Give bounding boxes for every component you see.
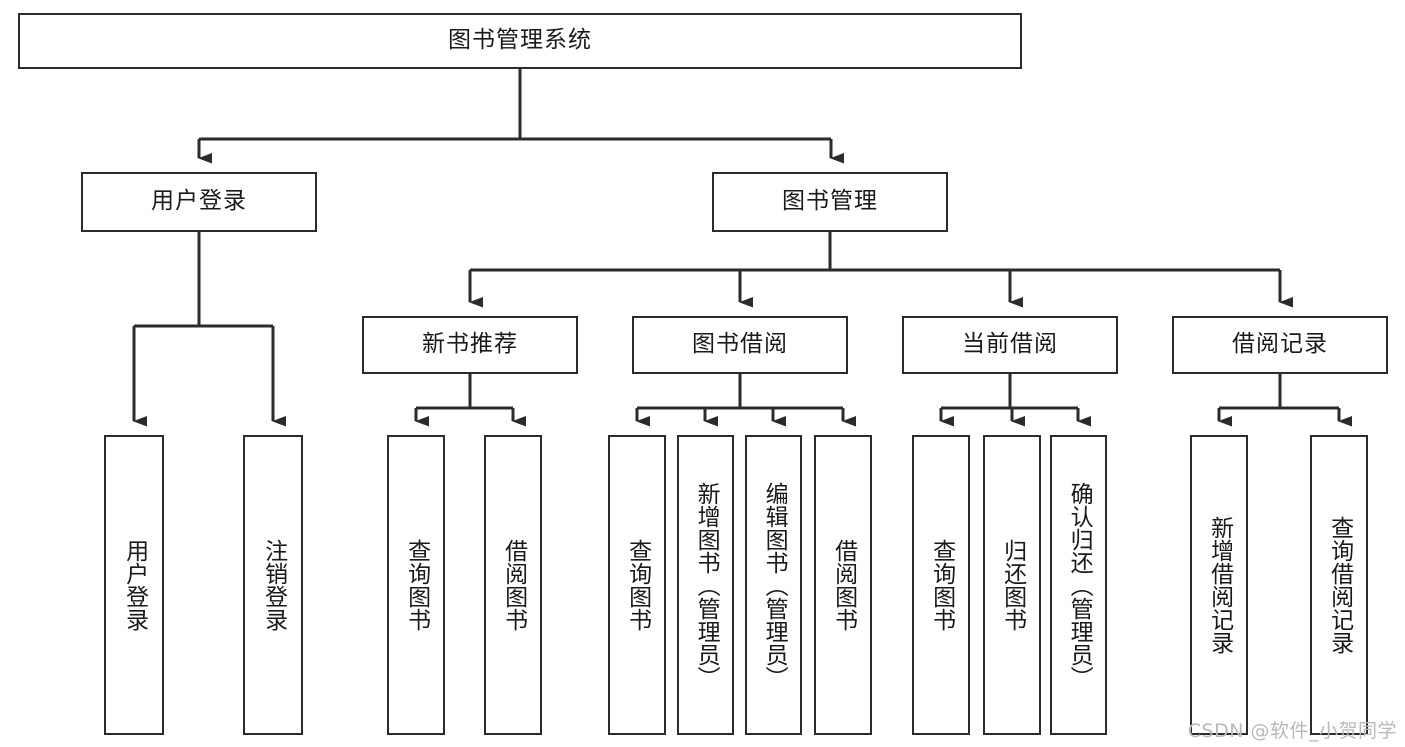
watermark-text: CSDN @软件_小贺同学 — [1187, 720, 1397, 742]
node-leaf-login[interactable]: 用户登录 — [104, 435, 164, 735]
node-label: 图书管理 — [782, 188, 878, 215]
node-label: 归还图书 — [999, 539, 1026, 631]
node-label: 借阅图书 — [830, 539, 857, 631]
node-label: 新书推荐 — [422, 331, 518, 358]
node-label: 查询图书 — [403, 539, 430, 631]
node-label: 当前借阅 — [962, 331, 1058, 358]
node-current-borrow[interactable]: 当前借阅 — [902, 316, 1118, 374]
node-label: 查询图书 — [928, 539, 955, 631]
node-book-borrow[interactable]: 图书借阅 — [632, 316, 848, 374]
node-label: 图书管理系统 — [448, 27, 592, 54]
node-label: 编辑图书（管理员） — [761, 481, 788, 689]
node-leaf-bb-edit-book[interactable]: 编辑图书（管理员） — [745, 435, 802, 735]
node-label: 注销登录 — [260, 539, 287, 631]
node-leaf-bb-borrow-book[interactable]: 借阅图书 — [814, 435, 872, 735]
node-label: 用户登录 — [121, 539, 148, 631]
node-label: 图书借阅 — [692, 331, 788, 358]
node-label: 新增借阅记录 — [1206, 516, 1233, 654]
node-book-manage[interactable]: 图书管理 — [712, 172, 948, 232]
node-leaf-br-query-record[interactable]: 查询借阅记录 — [1310, 435, 1368, 735]
node-leaf-bb-add-book[interactable]: 新增图书（管理员） — [677, 435, 734, 735]
node-user-login[interactable]: 用户登录 — [81, 172, 317, 232]
node-label: 查询图书 — [624, 539, 651, 631]
node-label: 借阅图书 — [500, 539, 527, 631]
node-leaf-nb-query-book[interactable]: 查询图书 — [387, 435, 445, 735]
node-label: 用户登录 — [151, 188, 247, 215]
node-leaf-logout[interactable]: 注销登录 — [243, 435, 303, 735]
node-borrow-record[interactable]: 借阅记录 — [1172, 316, 1388, 374]
node-label: 确认归还（管理员） — [1066, 481, 1093, 689]
node-leaf-br-add-record[interactable]: 新增借阅记录 — [1190, 435, 1248, 735]
node-leaf-cb-return-book[interactable]: 归还图书 — [983, 435, 1041, 735]
node-label: 新增图书（管理员） — [693, 481, 720, 689]
node-leaf-nb-borrow-book[interactable]: 借阅图书 — [484, 435, 542, 735]
node-leaf-bb-query-book[interactable]: 查询图书 — [608, 435, 666, 735]
node-label: 借阅记录 — [1232, 331, 1328, 358]
node-label: 查询借阅记录 — [1326, 516, 1353, 654]
node-leaf-cb-query-book[interactable]: 查询图书 — [912, 435, 970, 735]
node-root[interactable]: 图书管理系统 — [18, 13, 1022, 69]
node-leaf-cb-confirm-return[interactable]: 确认归还（管理员） — [1050, 435, 1107, 735]
node-new-book-recommend[interactable]: 新书推荐 — [362, 316, 578, 374]
